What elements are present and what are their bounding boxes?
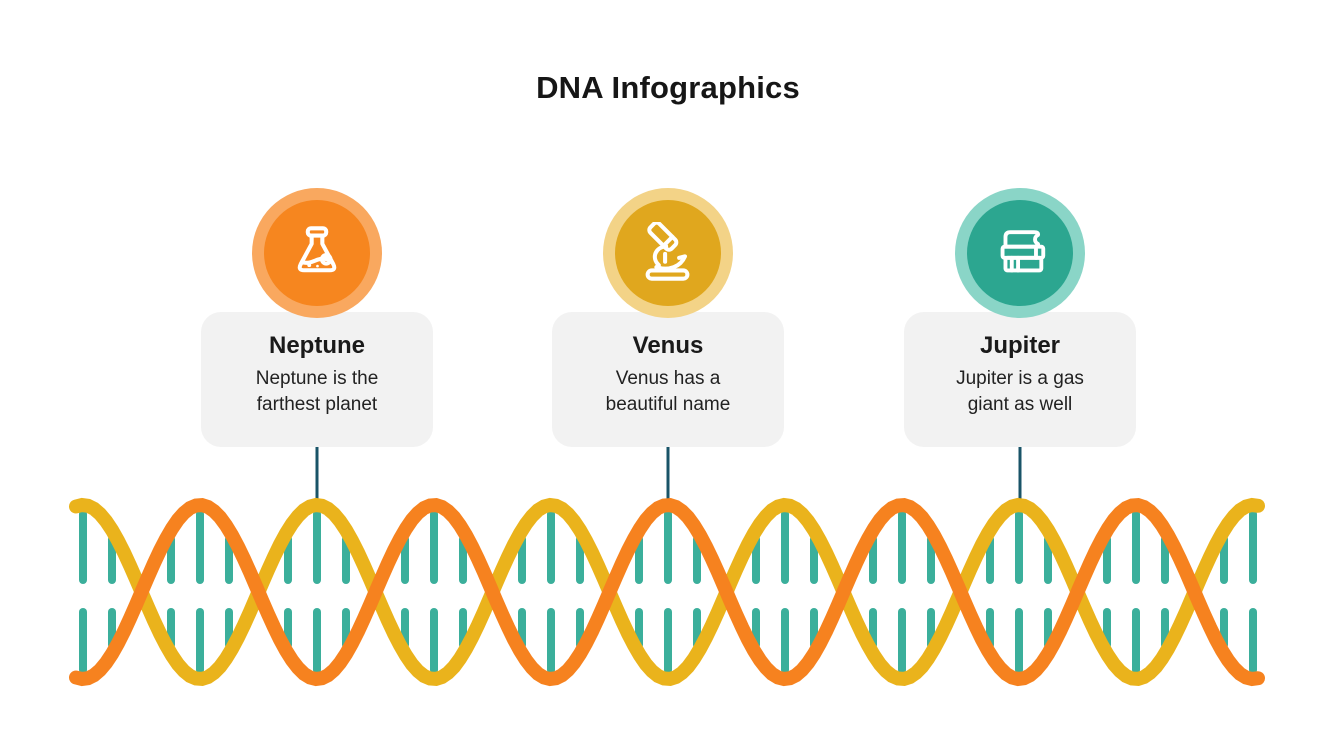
icon-circle bbox=[264, 200, 370, 306]
books-icon bbox=[1000, 230, 1046, 273]
icon-ring bbox=[955, 188, 1085, 318]
card-title: Jupiter bbox=[979, 332, 1060, 359]
icon-circle bbox=[967, 200, 1073, 306]
dna-strand-yellow bbox=[69, 497, 1265, 686]
info-card-venus: Venus Venus has a beautiful name bbox=[552, 312, 784, 447]
card-title: Venus bbox=[632, 332, 704, 359]
microscope-icon bbox=[645, 222, 690, 281]
icon-ring bbox=[603, 188, 733, 318]
icon-ring bbox=[252, 188, 382, 318]
card-description: Neptune is the farthest planet bbox=[255, 368, 379, 415]
card-description: Venus has a beautiful name bbox=[605, 368, 731, 415]
card-description: Jupiter is a gas giant as well bbox=[956, 368, 1084, 415]
icon-circle bbox=[615, 200, 721, 306]
dna-strand-orange bbox=[69, 498, 1265, 687]
flask-icon bbox=[297, 226, 337, 273]
page-title: DNA Infographics bbox=[536, 70, 800, 105]
info-card-jupiter: Jupiter Jupiter is a gas giant as well bbox=[904, 312, 1136, 447]
card-title: Neptune bbox=[269, 332, 365, 359]
info-card-neptune: Neptune Neptune is the farthest planet bbox=[201, 312, 433, 447]
